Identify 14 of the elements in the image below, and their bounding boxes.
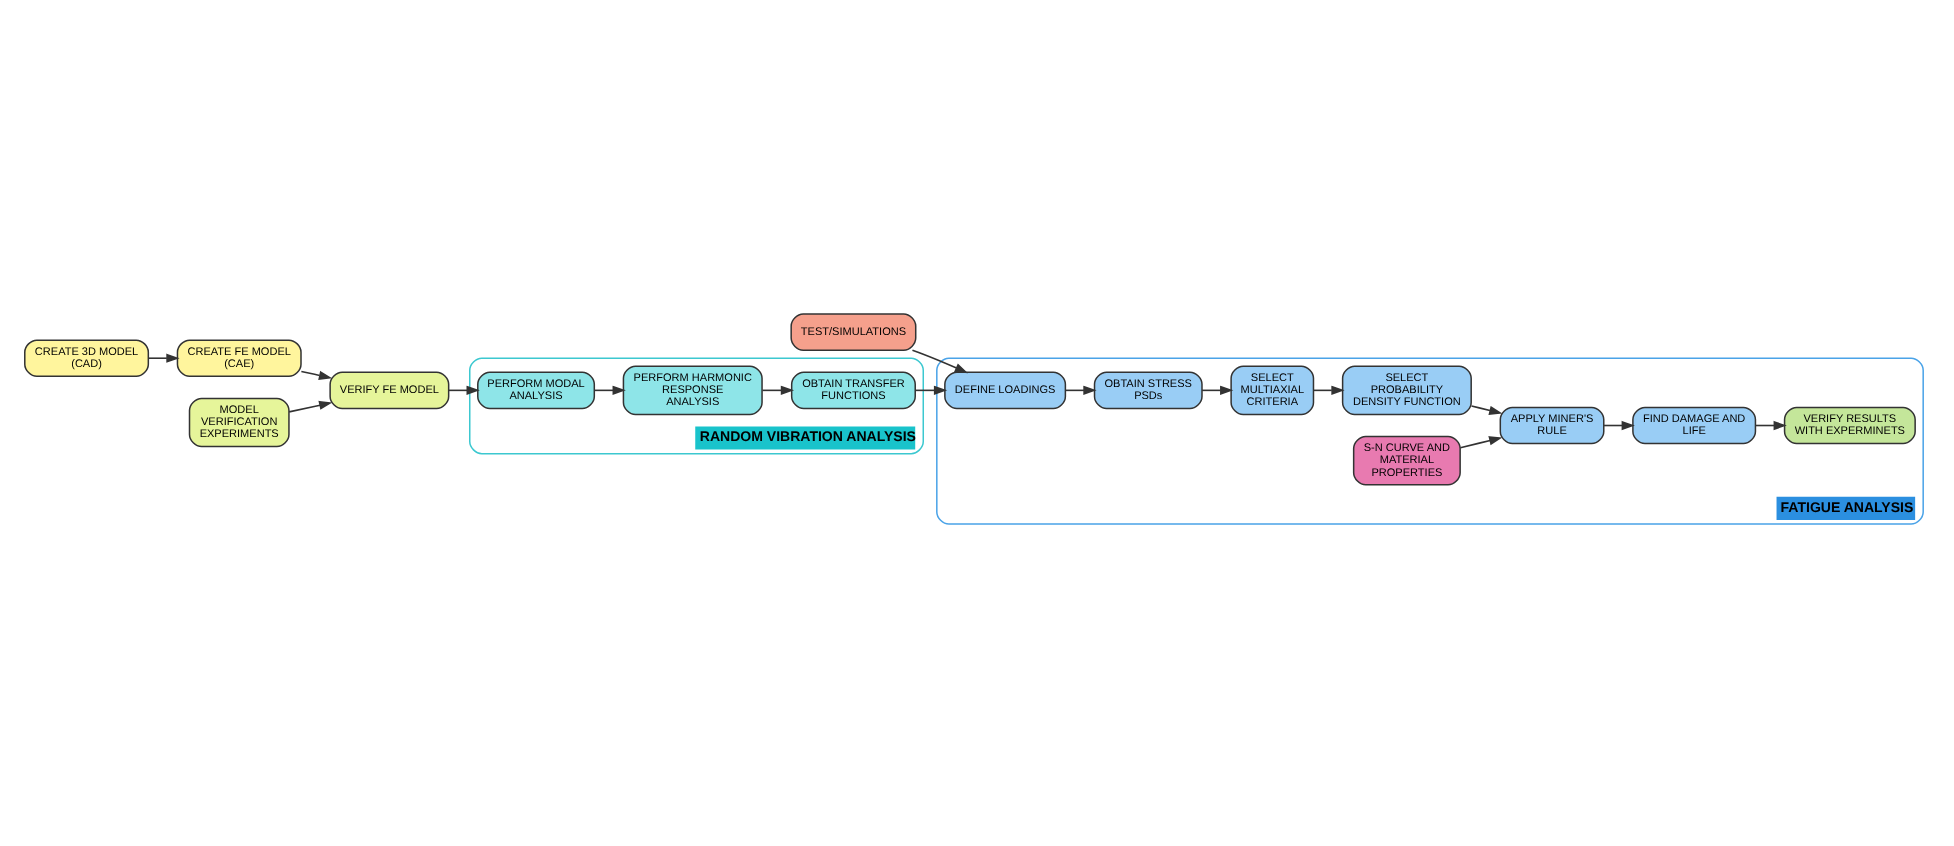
arrow bbox=[1753, 420, 1786, 431]
arrow bbox=[447, 385, 479, 395]
arrow bbox=[1200, 385, 1233, 395]
arrow bbox=[1469, 405, 1502, 415]
arrow bbox=[592, 385, 625, 395]
arrow bbox=[287, 400, 332, 413]
arrow bbox=[760, 385, 794, 395]
arrow bbox=[146, 353, 179, 363]
arrow bbox=[913, 385, 947, 395]
arrow bbox=[1458, 436, 1502, 449]
arrow bbox=[1063, 385, 1096, 395]
arrow bbox=[299, 370, 332, 380]
arrow bbox=[1602, 420, 1634, 431]
arrow bbox=[910, 349, 968, 374]
